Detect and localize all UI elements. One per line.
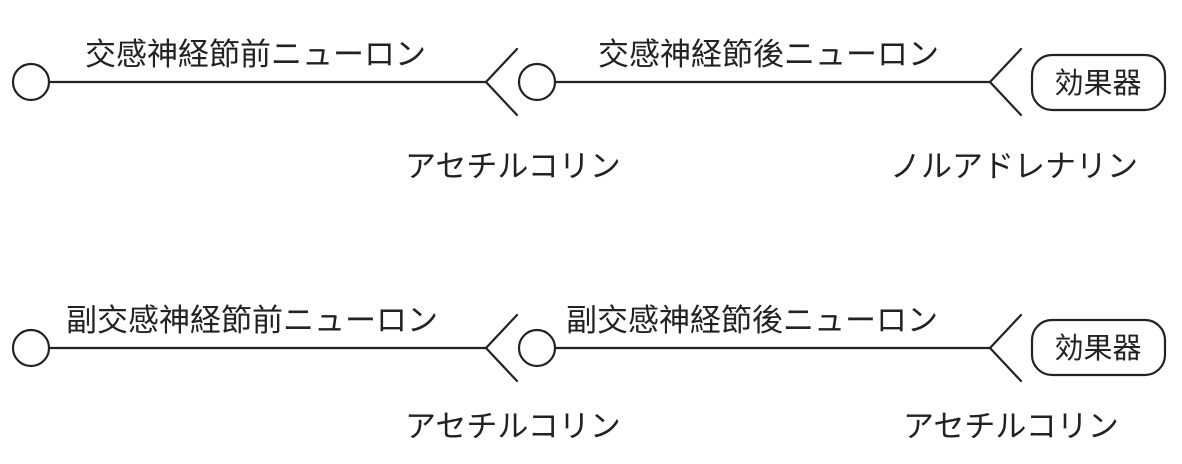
preganglionic-label: 交感神経節前ニューロン [85,37,426,73]
ganglion-transmitter-label: アセチルコリン [405,149,621,185]
postganglionic-cell-body [517,328,557,368]
ganglion-synapse [484,313,519,383]
postganglionic-label: 交感神経節後ニューロン [598,37,939,73]
preganglionic-cell-body [11,328,51,368]
preganglionic-cell-body [11,62,51,102]
ganglion-synapse [484,47,519,117]
effector-synapse [988,47,1023,117]
effector-synapse [988,313,1023,383]
effector-box [1030,53,1167,112]
effector-box [1030,318,1167,377]
effector-label: 効果器 [1054,66,1141,100]
effector-transmitter-label: アセチルコリン [903,409,1119,445]
effector-transmitter-label: ノルアドレナリン [890,149,1138,185]
preganglionic-label: 副交感神経節前ニューロン [66,303,438,339]
postganglionic-cell-body [517,62,557,102]
postganglionic-label: 副交感神経節後ニューロン [566,303,938,339]
ganglion-transmitter-label: アセチルコリン [405,409,621,445]
effector-label: 効果器 [1054,331,1141,365]
parasympathetic-pathway: 副交感神経節前ニューロン 副交感神経節後ニューロン 効果器 アセチルコリン アセ… [11,303,1167,445]
sympathetic-pathway: 交感神経節前ニューロン 交感神経節後ニューロン 効果器 アセチルコリン ノルアド… [11,37,1167,185]
